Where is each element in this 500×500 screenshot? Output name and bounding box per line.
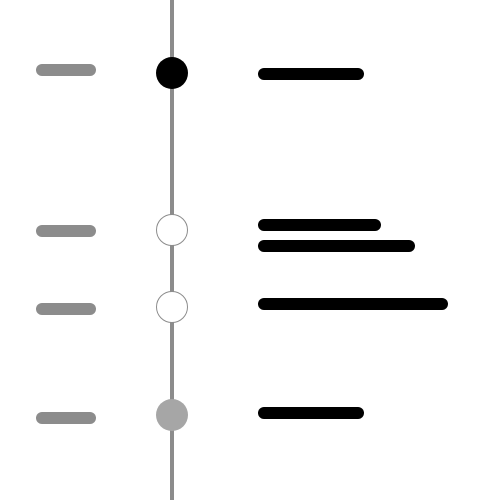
event-2-marker-hollow — [156, 214, 188, 246]
event-1-marker-filled — [156, 57, 188, 89]
timeline-axis — [170, 0, 174, 500]
event-2-text-line-2 — [258, 240, 415, 252]
event-4-date-placeholder — [36, 412, 96, 424]
event-1-text-line-1 — [258, 68, 364, 80]
event-2-text-line-1 — [258, 219, 381, 231]
event-3-date-placeholder — [36, 303, 96, 315]
event-3-marker-hollow — [156, 291, 188, 323]
event-4-marker-muted — [156, 399, 188, 431]
event-3-text-line-1 — [258, 298, 448, 310]
event-1-date-placeholder — [36, 64, 96, 76]
event-4-text-line-1 — [258, 407, 364, 419]
event-2-date-placeholder — [36, 225, 96, 237]
